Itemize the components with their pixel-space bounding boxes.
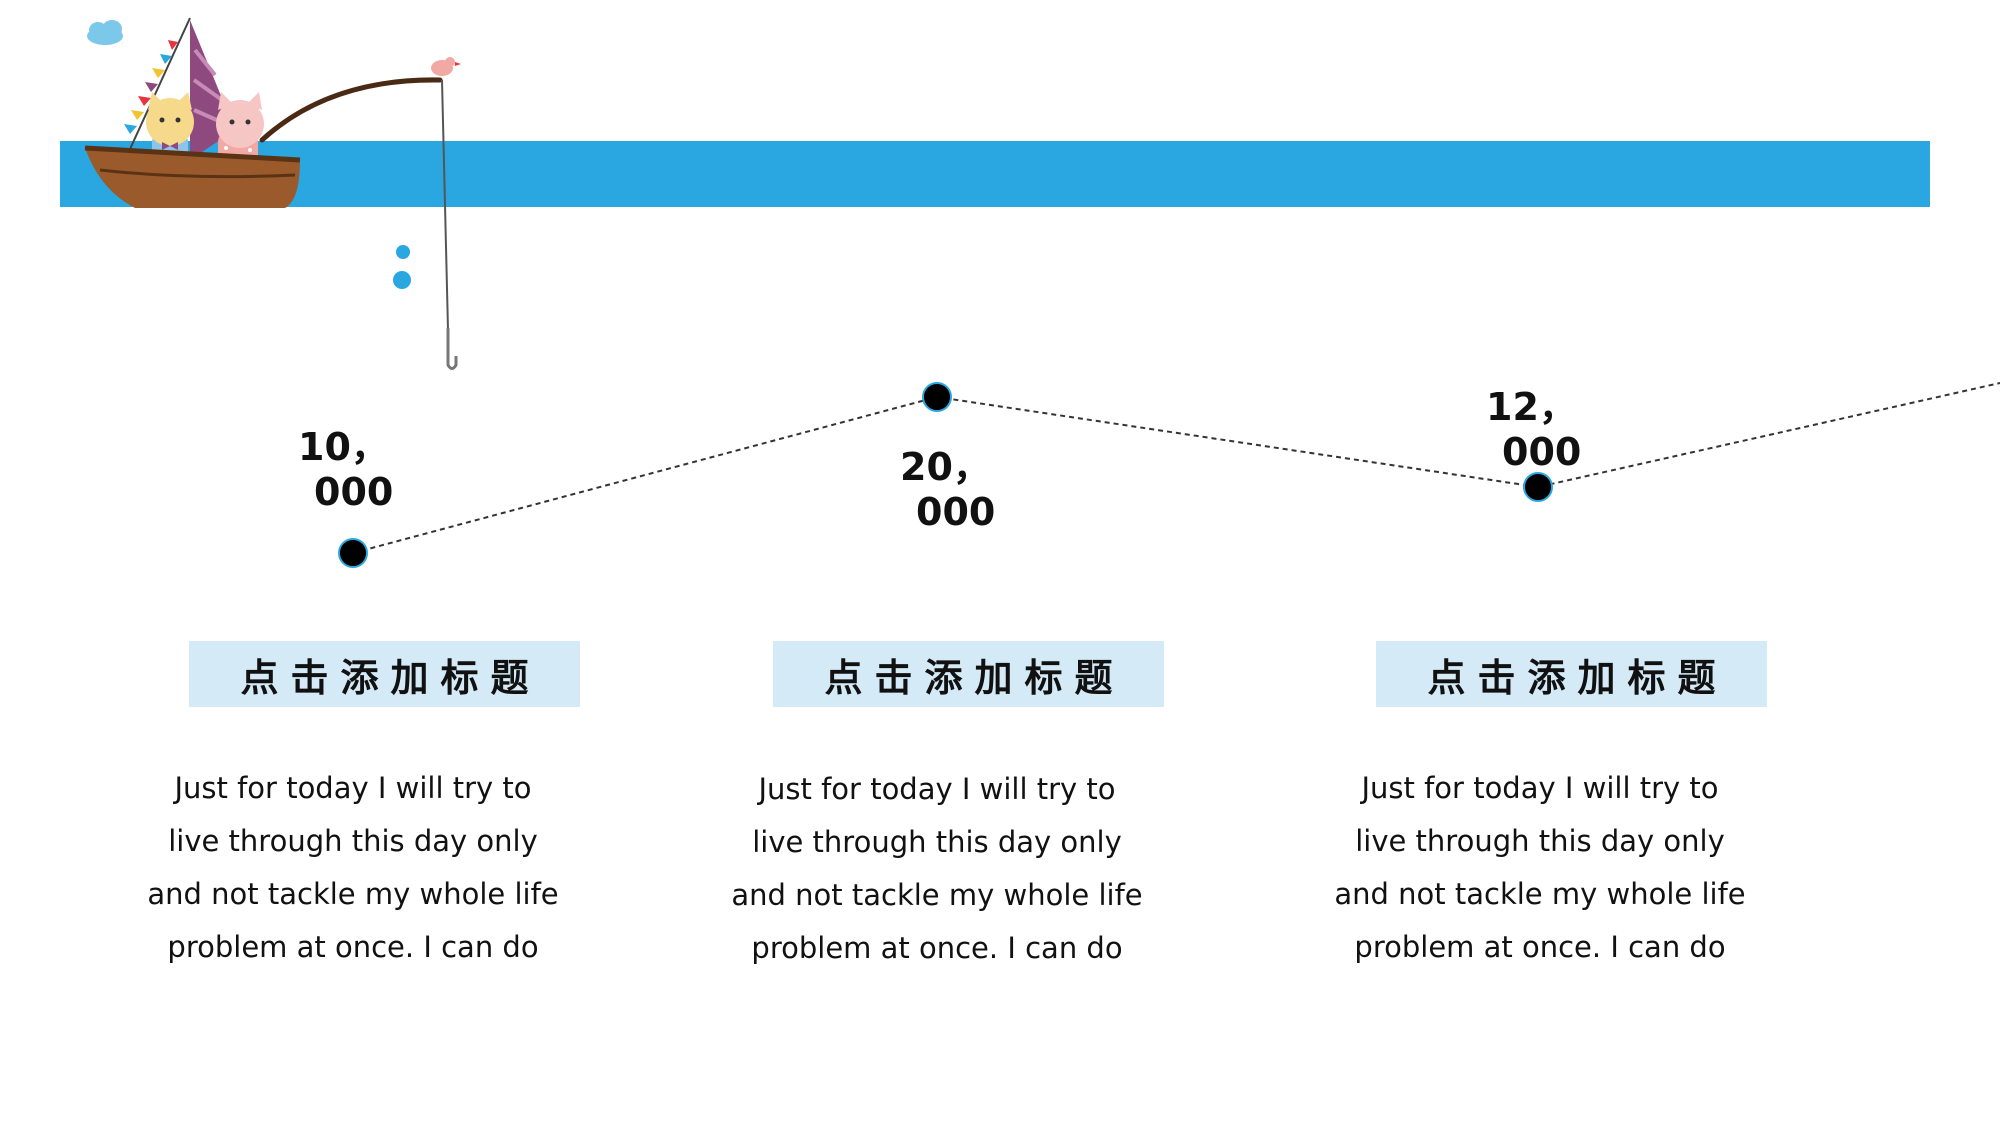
- description-text: Just for today I will try to live throug…: [103, 762, 603, 974]
- title-text: 点击添加标题: [1427, 655, 1728, 700]
- cloud-icon: [87, 20, 123, 45]
- description-line: and not tackle my whole life: [1334, 877, 1746, 911]
- timeline-marker: [922, 382, 952, 412]
- description-line: Just for today I will try to: [174, 771, 532, 805]
- title-text: 点击添加标题: [824, 655, 1125, 700]
- fishing-line: [441, 79, 449, 331]
- timeline-marker: [338, 538, 368, 568]
- value-label-line2: 000: [314, 470, 394, 514]
- description-line: problem at once. I can do: [167, 930, 539, 964]
- sailboat-fishing-cats-illustration: [84, 17, 461, 370]
- timeline-dotted-line: [352, 382, 2000, 554]
- water-bubble-icon: [396, 245, 410, 259]
- value-label-line1: 10，: [298, 425, 389, 469]
- description-line: and not tackle my whole life: [147, 877, 559, 911]
- value-label-line1: 12，: [1486, 385, 1577, 429]
- value-label: 10， 000: [298, 425, 518, 515]
- description-text: Just for today I will try to live throug…: [1290, 762, 1790, 974]
- header-band: [60, 141, 1930, 207]
- value-label: 12， 000: [1486, 385, 1706, 475]
- description-line: and not tackle my whole life: [731, 878, 1143, 912]
- fishing-hook-icon: [446, 328, 458, 370]
- boat-hull-icon: [85, 148, 300, 208]
- description-line: problem at once. I can do: [1354, 930, 1726, 964]
- description-line: Just for today I will try to: [758, 772, 1116, 806]
- description-line: problem at once. I can do: [751, 931, 1123, 965]
- description-line: live through this day only: [168, 824, 538, 858]
- description-line: live through this day only: [752, 825, 1122, 859]
- description-line: live through this day only: [1355, 824, 1725, 858]
- title-text: 点击添加标题: [240, 655, 541, 700]
- fishing-rod-icon: [259, 77, 443, 143]
- water-bubble-icon: [393, 271, 411, 289]
- bird-icon: [431, 57, 461, 76]
- timeline-marker: [1523, 472, 1553, 502]
- bunting-flags: [124, 40, 178, 134]
- value-label: 20， 000: [900, 445, 1120, 535]
- description-text: Just for today I will try to live throug…: [687, 763, 1187, 975]
- mast-rope: [124, 17, 191, 161]
- title-box[interactable]: 点击添加标题: [773, 641, 1164, 707]
- value-label-line1: 20，: [900, 445, 991, 489]
- description-line: Just for today I will try to: [1361, 771, 1719, 805]
- value-label-line2: 000: [916, 490, 996, 534]
- title-box[interactable]: 点击添加标题: [1376, 641, 1767, 707]
- value-label-line2: 000: [1502, 430, 1582, 474]
- title-box[interactable]: 点击添加标题: [189, 641, 580, 707]
